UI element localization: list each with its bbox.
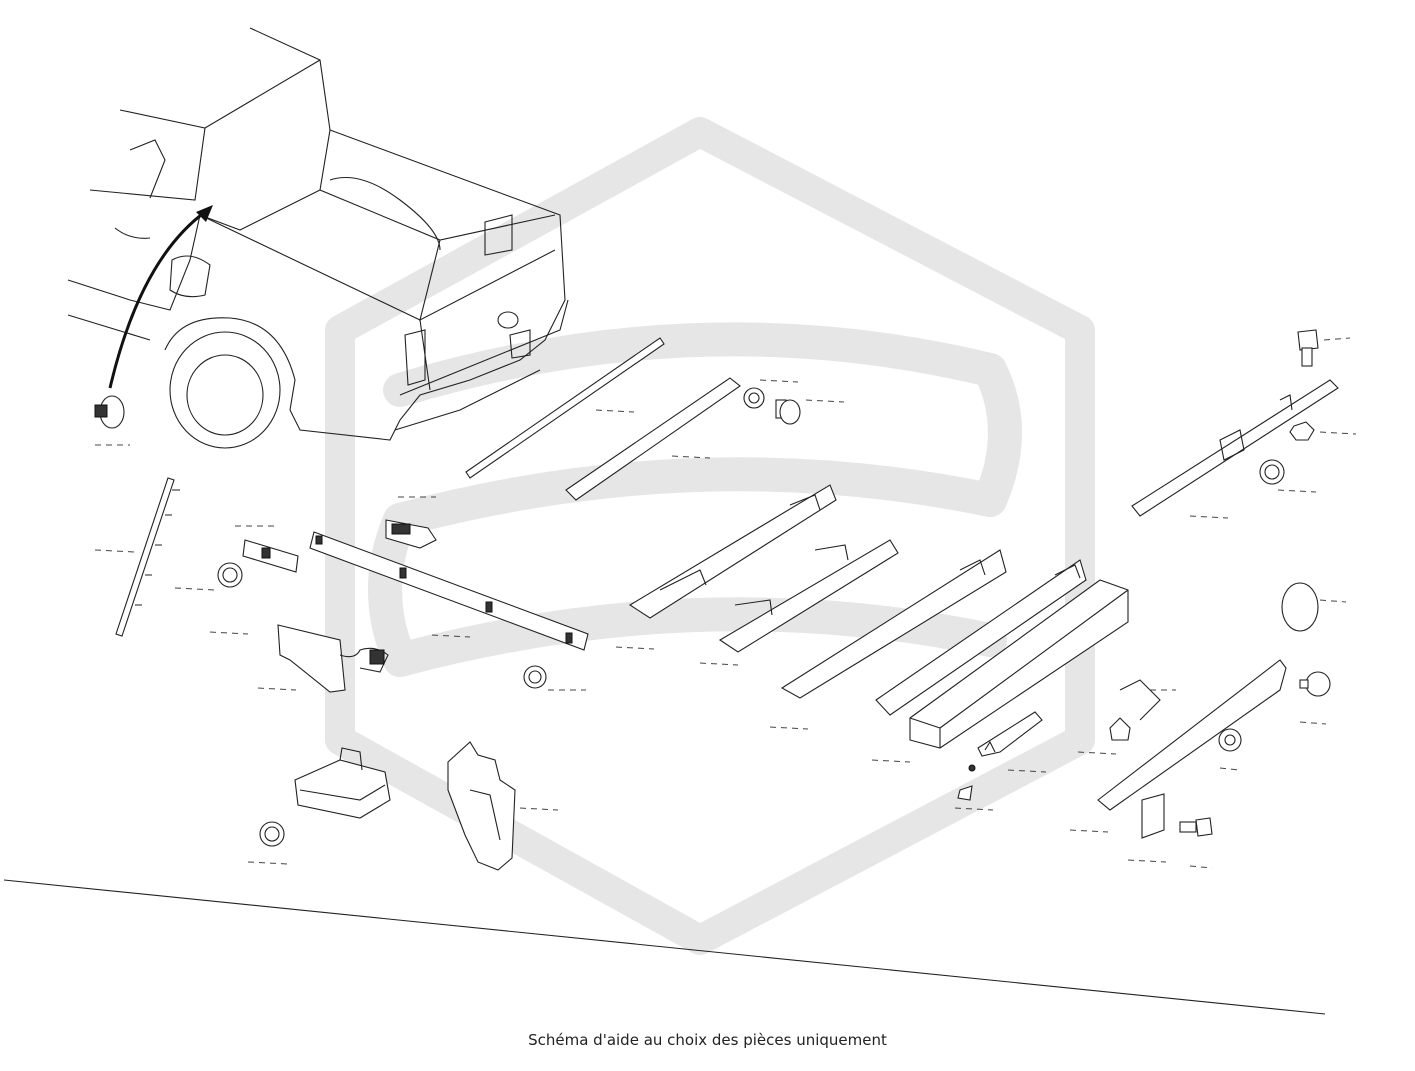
- push-clip-left: [174, 525, 275, 591]
- side-bracket-bottom-right: [1069, 659, 1287, 833]
- clip-holder: [1077, 717, 1131, 755]
- clip-small: [954, 764, 994, 811]
- rail-bar-top-1: [465, 337, 665, 479]
- box-beam: [909, 579, 1129, 749]
- bolt-top-center: [775, 399, 845, 425]
- rail-assembly-1: [615, 484, 837, 650]
- long-rail-strip: [309, 531, 589, 651]
- side-panel-trim: [447, 741, 559, 871]
- rear-truck-overview: [67, 27, 569, 449]
- bracket-long-right: [1131, 379, 1339, 519]
- flat-piece-small: [1127, 793, 1167, 863]
- watermark-logo: [325, 117, 1095, 955]
- caption: Schéma d'aide au choix des pièces unique…: [528, 1031, 887, 1049]
- latch-assembly: [977, 711, 1047, 773]
- push-clip-top-left: [94, 395, 130, 446]
- push-clip-right-lower: [1299, 671, 1331, 725]
- nut-lower-right: [1218, 728, 1242, 771]
- nut-right: [1289, 421, 1357, 441]
- grommet-ring: [743, 379, 799, 409]
- bolt-bottom-right: [1179, 817, 1213, 869]
- bolt-right-top: [1297, 329, 1351, 367]
- label-plate: [242, 539, 299, 573]
- rail-strip-vertical: [94, 477, 180, 637]
- rail-assembly-3: [769, 549, 1007, 730]
- round-cover-cap: [1281, 582, 1347, 632]
- mounting-plate-wiring: [209, 624, 389, 693]
- rail-assembly-4: [871, 559, 1087, 763]
- rear-bracket-housing: [294, 747, 391, 819]
- push-clip-center: [523, 665, 586, 691]
- rail-bar-top-2: [565, 377, 741, 501]
- push-clip-right: [1259, 459, 1317, 493]
- hinge-bracket: [385, 496, 437, 549]
- push-clip-bottom-left: [247, 821, 289, 865]
- frame-lines: [3, 879, 1326, 1015]
- rail-assembly-2: [699, 539, 899, 666]
